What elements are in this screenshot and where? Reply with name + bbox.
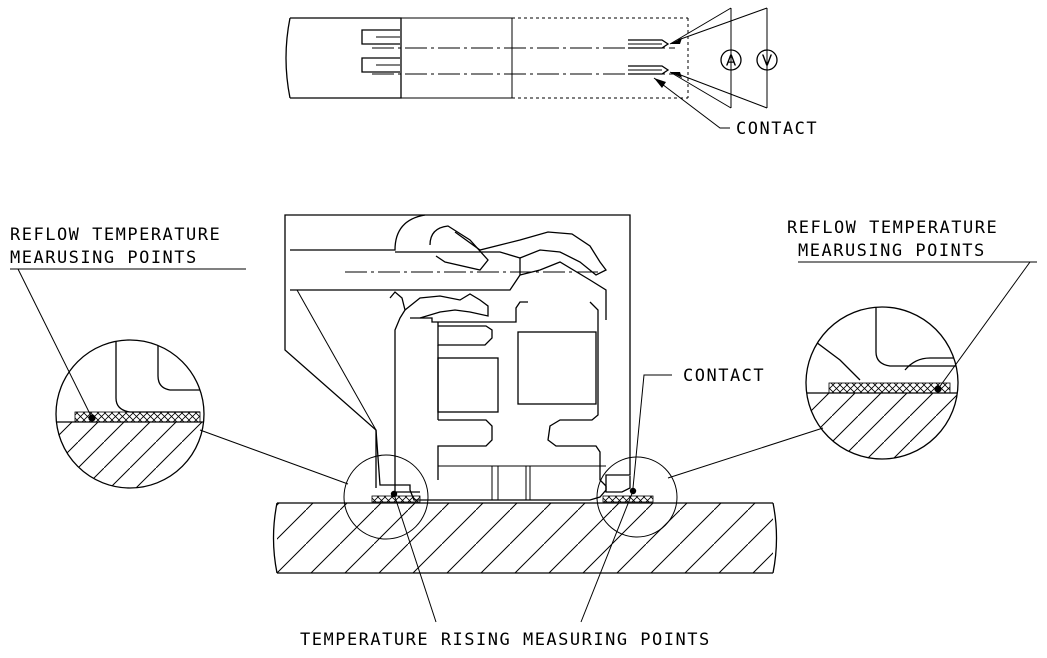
svg-text:TEMPERATURE RISING MEASURING P: TEMPERATURE RISING MEASURING POINTS [300,630,711,650]
inner-block-right [517,331,597,405]
pcb-break-left [272,502,278,574]
reflow-right-line2: MEARUSING POINTS [798,241,986,261]
terminal-upper [628,39,670,49]
contact-spring-mid [404,293,489,319]
rising-points-label: TEMPERATURE RISING MEASURING POINTS [300,490,711,650]
top-contact-label: CONTACT [736,119,818,139]
pin-slot-upper [361,29,400,45]
side-contact-label: CONTACT [632,366,765,489]
solder-right [602,495,654,503]
inner-block-left [437,357,499,413]
top-connector-view: A V CONTACT [285,7,818,139]
svg-text:A: A [726,52,737,70]
detail-circle-right [596,456,678,538]
pcb-board [272,502,778,574]
reflow-left-leader [17,268,93,419]
connector-cross-section [284,214,654,503]
pin-slot-lower [361,57,400,73]
housing-outline [284,214,631,501]
reflow-left-line2: MEARUSING POINTS [10,248,198,268]
reflow-label-right: REFLOW TEMPERATURE MEARUSING POINTS [787,218,1037,390]
reflow-left-line1: REFLOW TEMPERATURE [10,225,221,245]
ammeter-icon: A [720,49,742,71]
svg-text:CONTACT: CONTACT [683,366,765,386]
pcb-break-right [772,502,778,574]
voltmeter-icon: V [756,49,778,71]
top-housing-left [290,17,402,99]
top-contact-leader [653,77,730,129]
reflow-label-left: REFLOW TEMPERATURE MEARUSING POINTS [10,225,246,419]
svg-text:V: V [762,52,773,70]
contact-spring-top [454,231,607,276]
reflow-right-line1: REFLOW TEMPERATURE [787,218,998,238]
top-housing-break [285,17,291,99]
detail-circle-left [343,454,429,540]
terminal-lower [628,65,670,75]
right-zoom-detail [805,306,959,460]
reflow-right-leader [937,261,1031,390]
left-zoom-detail [55,339,205,489]
